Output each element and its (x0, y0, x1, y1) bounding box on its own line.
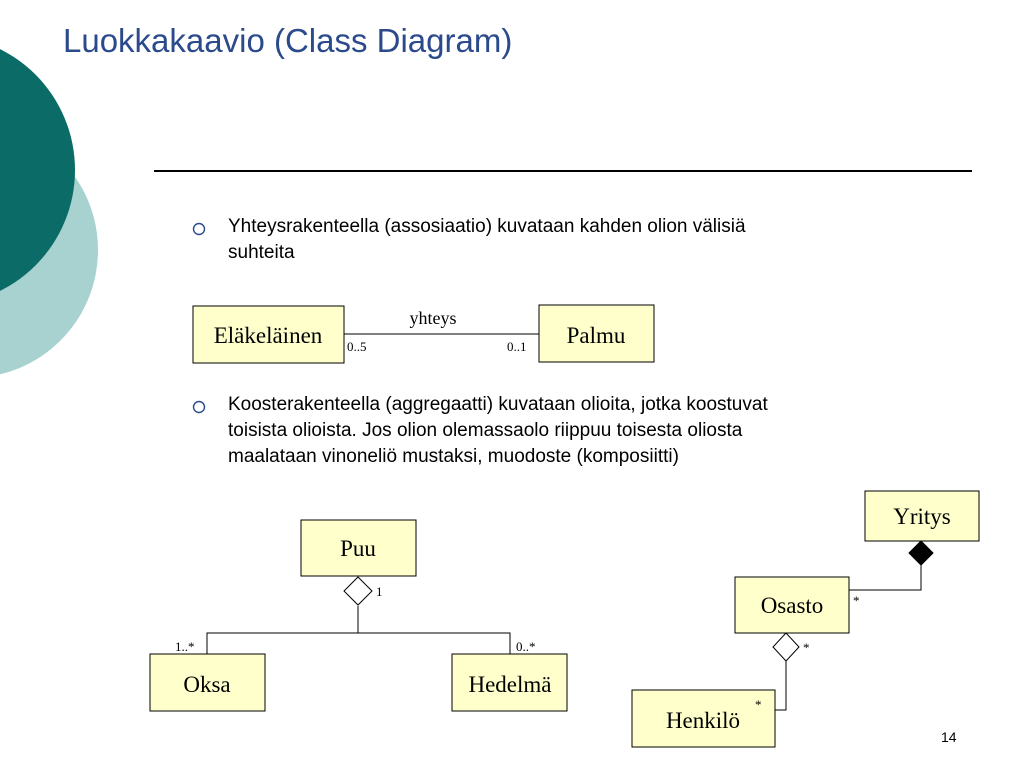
page-number: 14 (941, 729, 957, 745)
class-box-puu (300, 519, 417, 577)
multiplicity-label: 1 (376, 584, 383, 599)
composition-diamond-icon (908, 540, 934, 566)
multiplicity-label: 1..* (175, 639, 195, 654)
class-name: Palmu (567, 323, 626, 348)
bullet-line: toisista olioista. Jos olion olemassaolo… (228, 420, 743, 441)
class-box-elakelainen (192, 305, 345, 364)
association-name: yhteys (410, 308, 457, 328)
bullet-line: suhteita (228, 242, 295, 263)
connector-line (849, 565, 922, 591)
class-name: Hedelmä (468, 672, 551, 697)
bullet-line: maalataan vinoneliö mustaksi, muodoste (… (228, 446, 679, 467)
multiplicity-label: * (755, 697, 762, 712)
class-name: Henkilö (666, 708, 740, 733)
class-box-oksa (149, 653, 266, 712)
class-box-palmu (538, 304, 655, 363)
bullet-circle-icon (192, 222, 206, 236)
bullet-line: Koosterakenteella (aggregaatti) kuvataan… (228, 394, 768, 415)
class-box-yritys (864, 490, 980, 542)
class-name: Puu (340, 536, 376, 561)
slide-title: Luokkakaavio (Class Diagram) (63, 22, 513, 59)
bullet-circle-icon (192, 400, 206, 414)
composition-diagram: Yritys Osasto Henkilö * * * (631, 490, 980, 748)
aggregation-diamond-icon (343, 576, 373, 606)
multiplicity-label: 0..5 (347, 339, 367, 354)
class-box-hedelma (451, 653, 568, 712)
class-name: Yritys (893, 504, 951, 529)
class-box-osasto (734, 576, 850, 634)
bullet-association: Yhteysrakenteella (assosiaatio) kuvataan… (228, 214, 746, 266)
multiplicity-label: * (803, 640, 810, 655)
bullet-aggregation: Koosterakenteella (aggregaatti) kuvataan… (228, 392, 768, 470)
class-name: Oksa (183, 672, 230, 697)
multiplicity-label: 0..1 (507, 339, 527, 354)
connector-line (206, 632, 511, 654)
multiplicity-label: 0..* (516, 639, 536, 654)
class-name: Eläkeläinen (214, 323, 323, 348)
aggregation-diagram: Puu Oksa Hedelmä 1 1..* 0..* (149, 519, 568, 712)
association-diagram: Eläkeläinen Palmu yhteys 0..5 0..1 (192, 304, 655, 364)
title-divider (154, 170, 972, 172)
class-box-henkilo (631, 689, 776, 748)
class-name: Osasto (761, 593, 824, 618)
aggregation-diamond-icon (772, 632, 800, 662)
connector-line (775, 661, 787, 711)
bullet-line: Yhteysrakenteella (assosiaatio) kuvataan… (228, 216, 746, 237)
multiplicity-label: * (853, 593, 860, 608)
